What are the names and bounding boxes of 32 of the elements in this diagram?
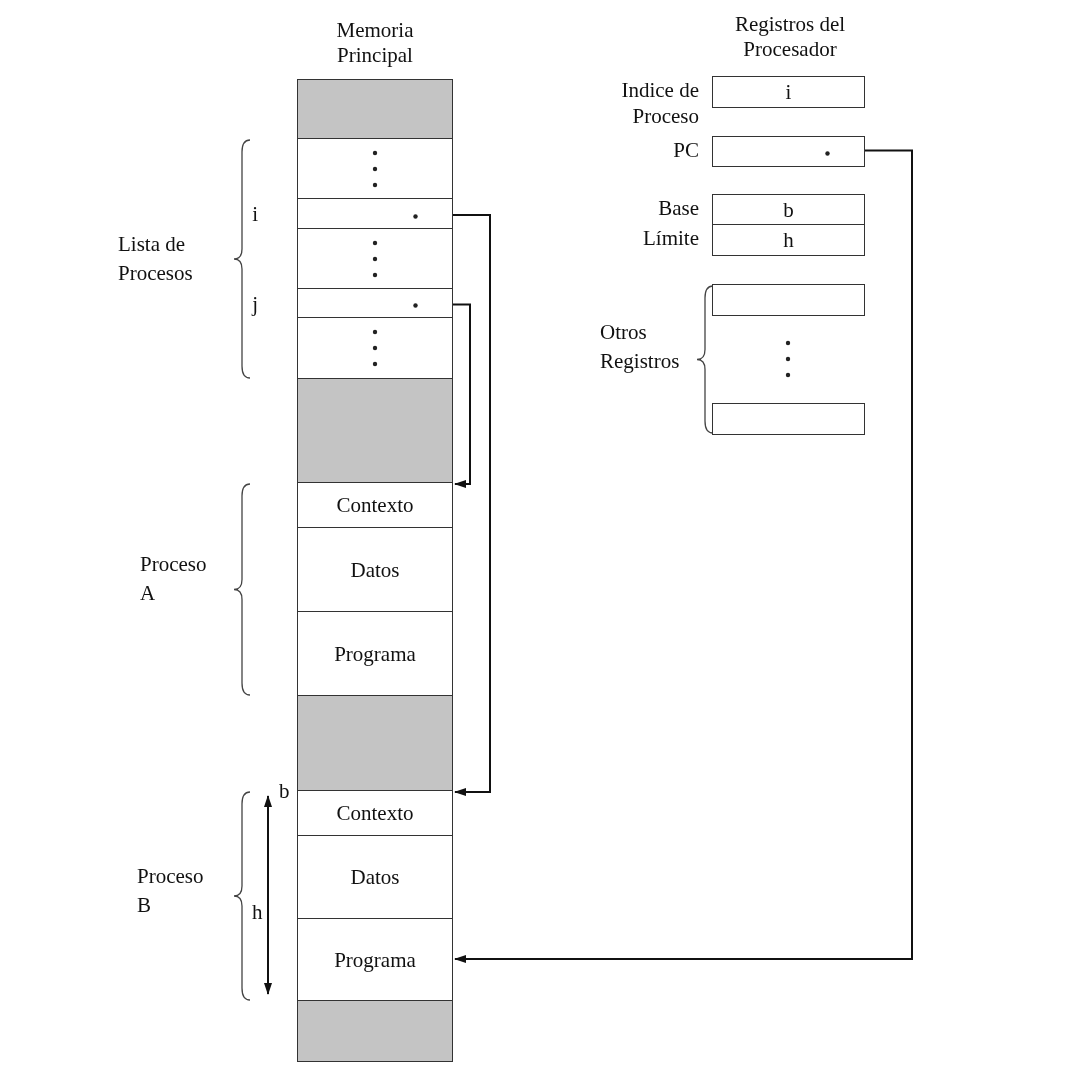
pointer-arrow [452,303,471,488]
cell-text: Programa [334,641,416,666]
brace-label: Lista de Procesos [118,231,194,287]
dimension-label: b [279,778,291,805]
cell-text: b [783,197,794,222]
cell-text: Contexto [336,493,414,518]
dimension-label: h [252,899,264,926]
register-label: Base [658,195,699,221]
shaded-memory-cell [297,79,453,140]
cell-text: Programa [334,947,416,972]
register-label: Indice de Proceso [620,77,699,129]
register-label: Límite [643,225,699,251]
register-box [712,284,865,316]
register-label: j [252,290,258,317]
brace-label: Otros Registros [600,319,681,375]
register-label: i [252,201,258,227]
brace-label: Proceso A [140,551,208,607]
column-heading: Registros del Procesador [733,12,847,62]
shaded-memory-cell [297,695,453,792]
register-box [712,403,865,435]
shaded-memory-cell [297,1000,453,1062]
cell-text: Datos [350,557,400,582]
cell-text: Datos [350,865,400,890]
pointer-arrow [454,149,913,963]
brace-label: Proceso B [137,863,205,919]
cell-text: i [785,79,792,104]
pointer-arrow [452,214,491,796]
column-heading: Memoria Principal [335,18,415,68]
cell-text: Contexto [336,801,414,826]
register-label: PC [673,137,699,163]
cell-text: h [783,227,794,252]
shaded-memory-cell [297,378,453,484]
